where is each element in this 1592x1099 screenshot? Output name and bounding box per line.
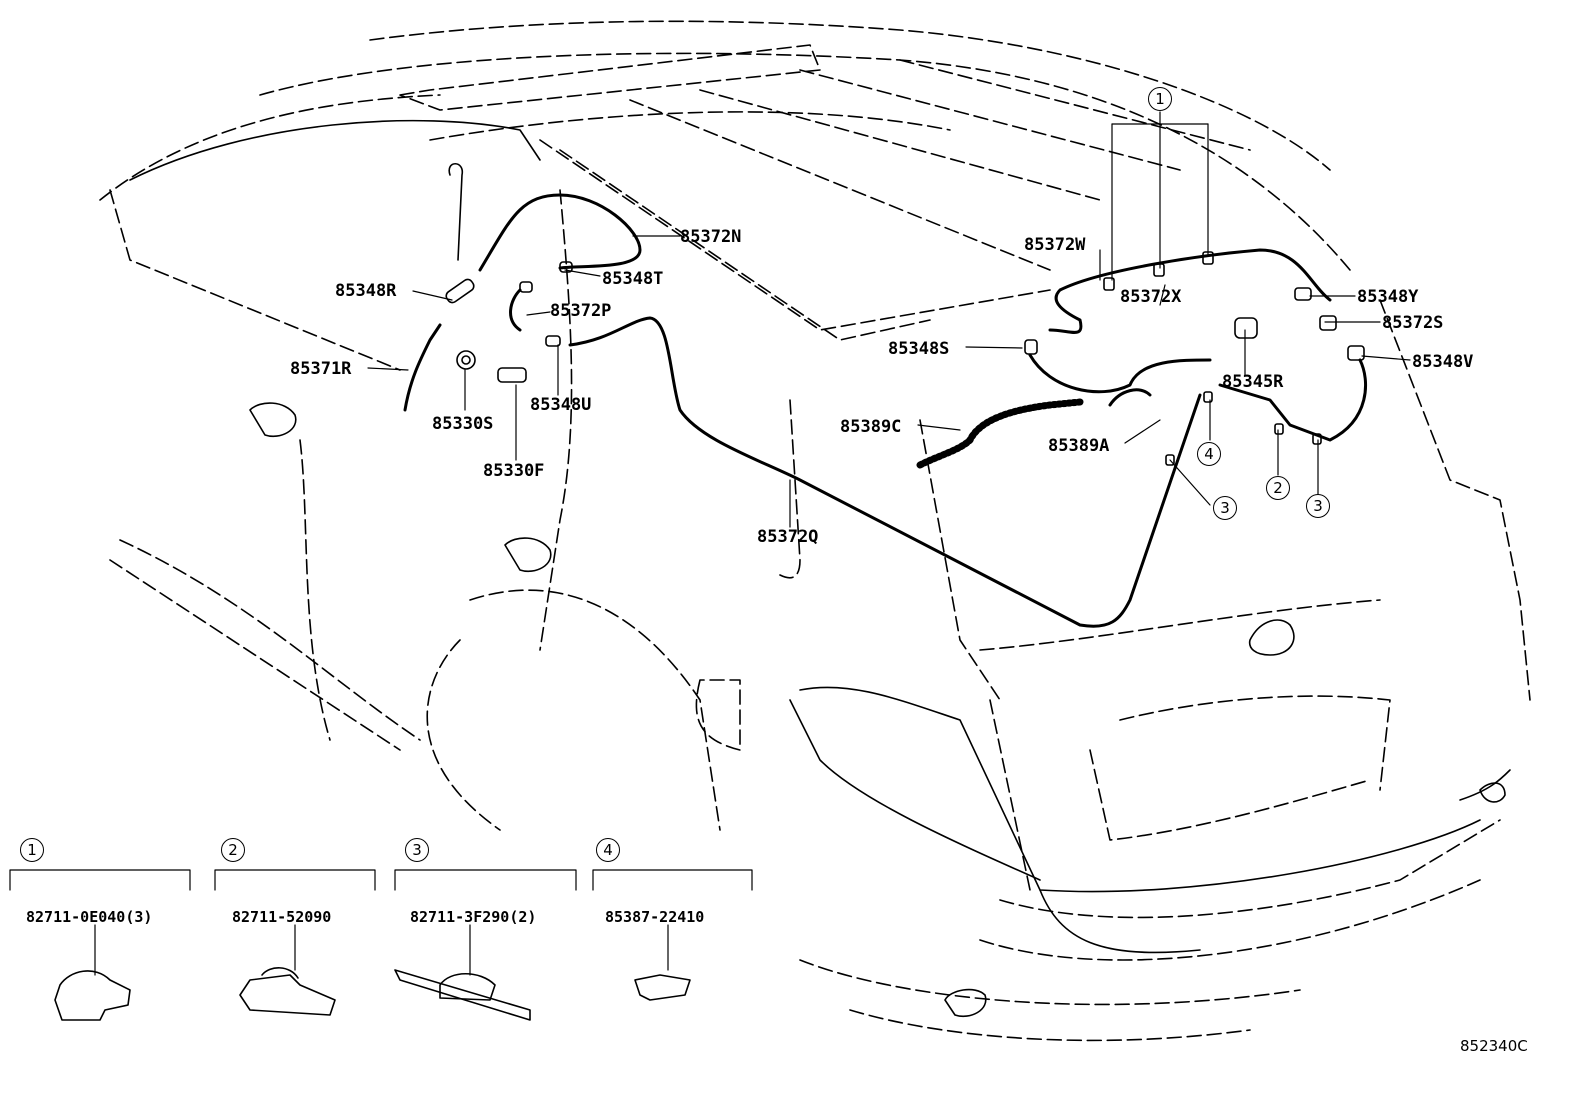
detail-part-number-2: 82711-52090	[232, 908, 332, 926]
detail-sketches	[54, 967, 691, 1021]
callout-2: 2	[1266, 476, 1290, 500]
detail-ref-2: 2	[221, 838, 245, 862]
part-label-85348T: 85348T	[602, 269, 664, 289]
part-label-85330S: 85330S	[432, 414, 494, 434]
small-parts	[445, 162, 1365, 466]
callout-3-right: 3	[1306, 494, 1330, 518]
detail-part-number-3: 82711-3F290(2)	[410, 908, 537, 926]
part-label-85348R: 85348R	[335, 281, 397, 301]
part-label-85372P: 85372P	[550, 301, 612, 321]
part-label-85345R: 85345R	[1222, 372, 1284, 392]
detail-ref-3: 3	[405, 838, 429, 862]
detail-part-number-1: 82711-0E040(3)	[26, 908, 153, 926]
figure-code: 852340C	[1460, 1037, 1528, 1055]
detail-part-number-4: 85387-22410	[605, 908, 705, 926]
washer-hoses	[403, 193, 1367, 628]
part-label-85389C: 85389C	[840, 417, 902, 437]
leader-lines	[9, 111, 1411, 976]
coil-hose	[916, 398, 1084, 469]
detail-ref-1: 1	[20, 838, 44, 862]
callout-4: 4	[1197, 442, 1221, 466]
part-label-85372S: 85372S	[1382, 313, 1444, 333]
part-label-85371R: 85371R	[290, 359, 352, 379]
callout-1: 1	[1148, 87, 1172, 111]
part-label-85372N: 85372N	[680, 227, 742, 247]
part-label-85348S: 85348S	[888, 339, 950, 359]
callout-3-left: 3	[1213, 496, 1237, 520]
part-label-85348Y: 85348Y	[1357, 287, 1419, 307]
body-phantom-lines	[99, 20, 1531, 1042]
part-label-85372W: 85372W	[1024, 235, 1086, 255]
part-label-85348U: 85348U	[530, 395, 592, 415]
part-label-85348V: 85348V	[1412, 352, 1474, 372]
part-label-85372Q: 85372Q	[757, 527, 819, 547]
part-label-85372X: 85372X	[1120, 287, 1182, 307]
part-label-85389A: 85389A	[1048, 436, 1110, 456]
part-label-85330F: 85330F	[483, 461, 545, 481]
detail-ref-4: 4	[596, 838, 620, 862]
body-solid-lines	[129, 119, 1511, 1017]
